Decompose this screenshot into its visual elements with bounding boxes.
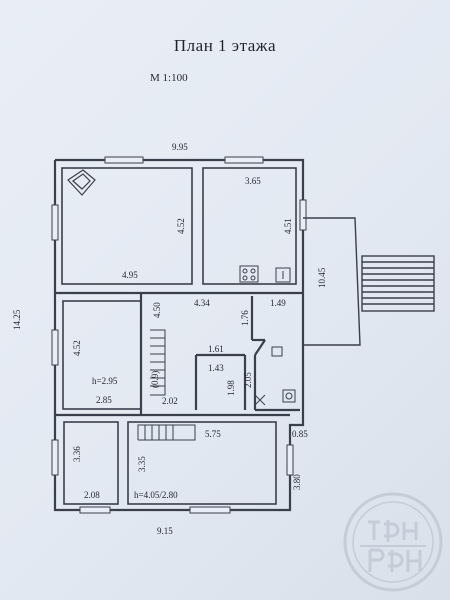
window [51, 329, 59, 366]
room-b [202, 167, 297, 285]
dim-wc-width: 1.43 [208, 363, 224, 373]
dim-room-e-height: 3.35 [137, 456, 147, 472]
window [51, 439, 59, 476]
outer-wall [53, 158, 305, 512]
dim-room-d-height: 3.36 [72, 446, 82, 462]
room-e [127, 421, 277, 505]
dim-room-c-width: 2.85 [96, 395, 112, 405]
dim-bath-height: 2.05 [243, 372, 253, 388]
window [79, 506, 111, 514]
dim-stair-width: 2.02 [162, 396, 178, 406]
porch [303, 217, 361, 346]
window [299, 199, 307, 231]
dim-room-e-width: 5.75 [205, 429, 221, 439]
wall [254, 339, 266, 356]
dim-bottom-width: 9.15 [157, 526, 173, 536]
dim-bath-width: 1.61 [208, 344, 224, 354]
dim-left-height: 14.25 [12, 309, 22, 330]
window [224, 156, 264, 164]
dim-room-a-width: 4.95 [122, 270, 138, 280]
dim-hall-width: 4.34 [194, 298, 210, 308]
room-d [63, 421, 119, 505]
dim-room-a-height: 4.52 [176, 218, 186, 234]
dim-wc-height: 1.98 [226, 380, 236, 396]
window [104, 156, 144, 164]
dim-room-d-width: 2.08 [84, 490, 100, 500]
dim-room-b-width: 3.65 [245, 176, 261, 186]
dim-room-c-height: 4.52 [72, 340, 82, 356]
dim-room-e-ceiling: h=4.05/2.80 [134, 490, 178, 500]
dim-small-width: 1.49 [270, 298, 286, 308]
dim-top-width: 9.95 [172, 142, 188, 152]
room-a [61, 167, 193, 285]
boiler [271, 346, 283, 357]
sink [275, 267, 291, 283]
dim-right-height: 10.45 [317, 267, 327, 288]
dim-stair-gap: (0.9) [150, 371, 160, 388]
room-e-stairs [137, 424, 196, 441]
stove [67, 169, 96, 196]
window [286, 444, 294, 476]
dim-bottom-right-depth: 3.80 [292, 474, 302, 490]
porch-steps [361, 255, 435, 312]
watermark-stamp [343, 492, 443, 592]
plan-title: План 1 этажа [173, 36, 277, 55]
dim-bottom-right-offset: 0.85 [292, 429, 308, 439]
dim-hall-height: 4.50 [152, 302, 162, 318]
dim-small-height: 1.76 [240, 310, 250, 326]
dim-room-c-ceiling: h=2.95 [92, 376, 118, 386]
toilet [282, 389, 296, 403]
dim-room-b-height: 4.51 [283, 218, 293, 234]
plan-scale: М 1:100 [150, 72, 188, 84]
window [51, 204, 59, 241]
cooktop [239, 265, 259, 283]
window [189, 506, 231, 514]
